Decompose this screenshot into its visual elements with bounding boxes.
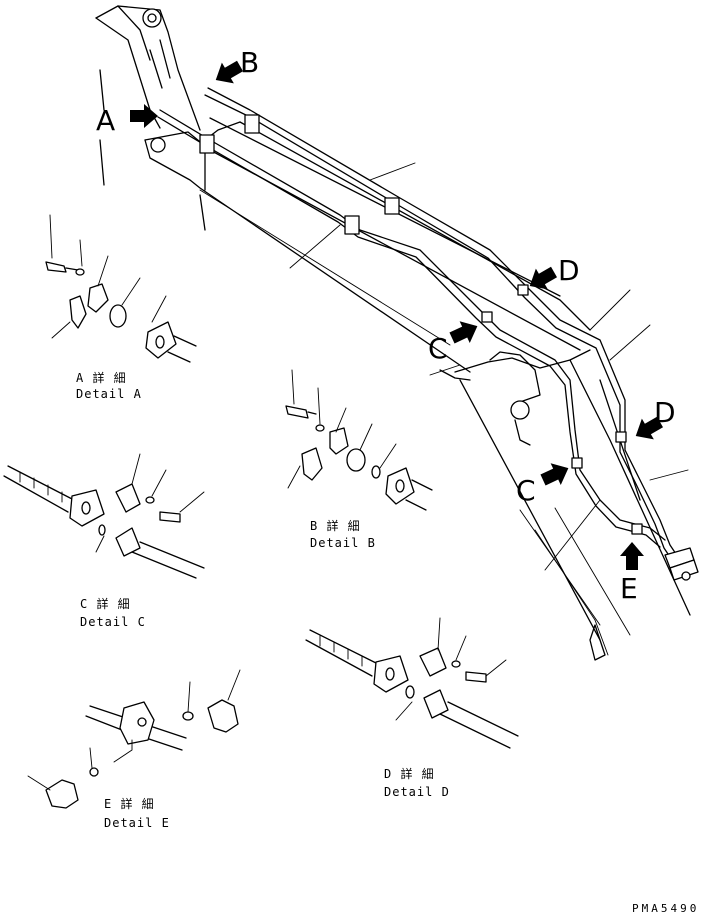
drawing-code: PMA5490: [632, 902, 699, 915]
leader-lines: [199, 162, 689, 636]
detail-d-title: D 詳 細: [384, 766, 435, 781]
callout-e: E: [620, 572, 638, 605]
filled-arrow-icon: [620, 542, 644, 570]
callout-c1: C: [428, 332, 448, 365]
detail-a-title: A 詳 細: [76, 370, 127, 385]
detail-e-subtitle: Detail E: [104, 816, 170, 830]
filled-arrow-icon: [537, 457, 574, 491]
detail-b-drawing: [285, 369, 433, 511]
callout-a: A: [96, 104, 115, 137]
detail-c-drawing: [3, 453, 205, 579]
hose-lines: [157, 87, 699, 581]
callout-b: B: [240, 46, 259, 79]
filled-arrow-icon: [130, 104, 158, 128]
detail-e-title: E 詳 細: [104, 796, 155, 811]
callout-letters: A B C D C D E: [96, 46, 676, 605]
detail-c-title: C 詳 細: [80, 596, 131, 611]
detail-b-title: B 詳 細: [310, 518, 361, 533]
callout-d1: D: [558, 254, 580, 287]
callout-d2: D: [654, 396, 676, 429]
detail-d-subtitle: Detail D: [384, 785, 450, 799]
filled-arrow-icon: [523, 261, 560, 297]
callout-c2: C: [516, 474, 536, 507]
detail-a-subtitle: Detail A: [76, 387, 142, 401]
detail-e-drawing: [27, 669, 241, 809]
detail-a-drawing: [45, 214, 197, 363]
detail-d-drawing: [305, 617, 519, 749]
detail-c-subtitle: Detail C: [80, 615, 146, 629]
detail-b-subtitle: Detail B: [310, 536, 376, 550]
filled-arrow-icon: [446, 315, 483, 349]
boom-structure: [95, 5, 691, 661]
